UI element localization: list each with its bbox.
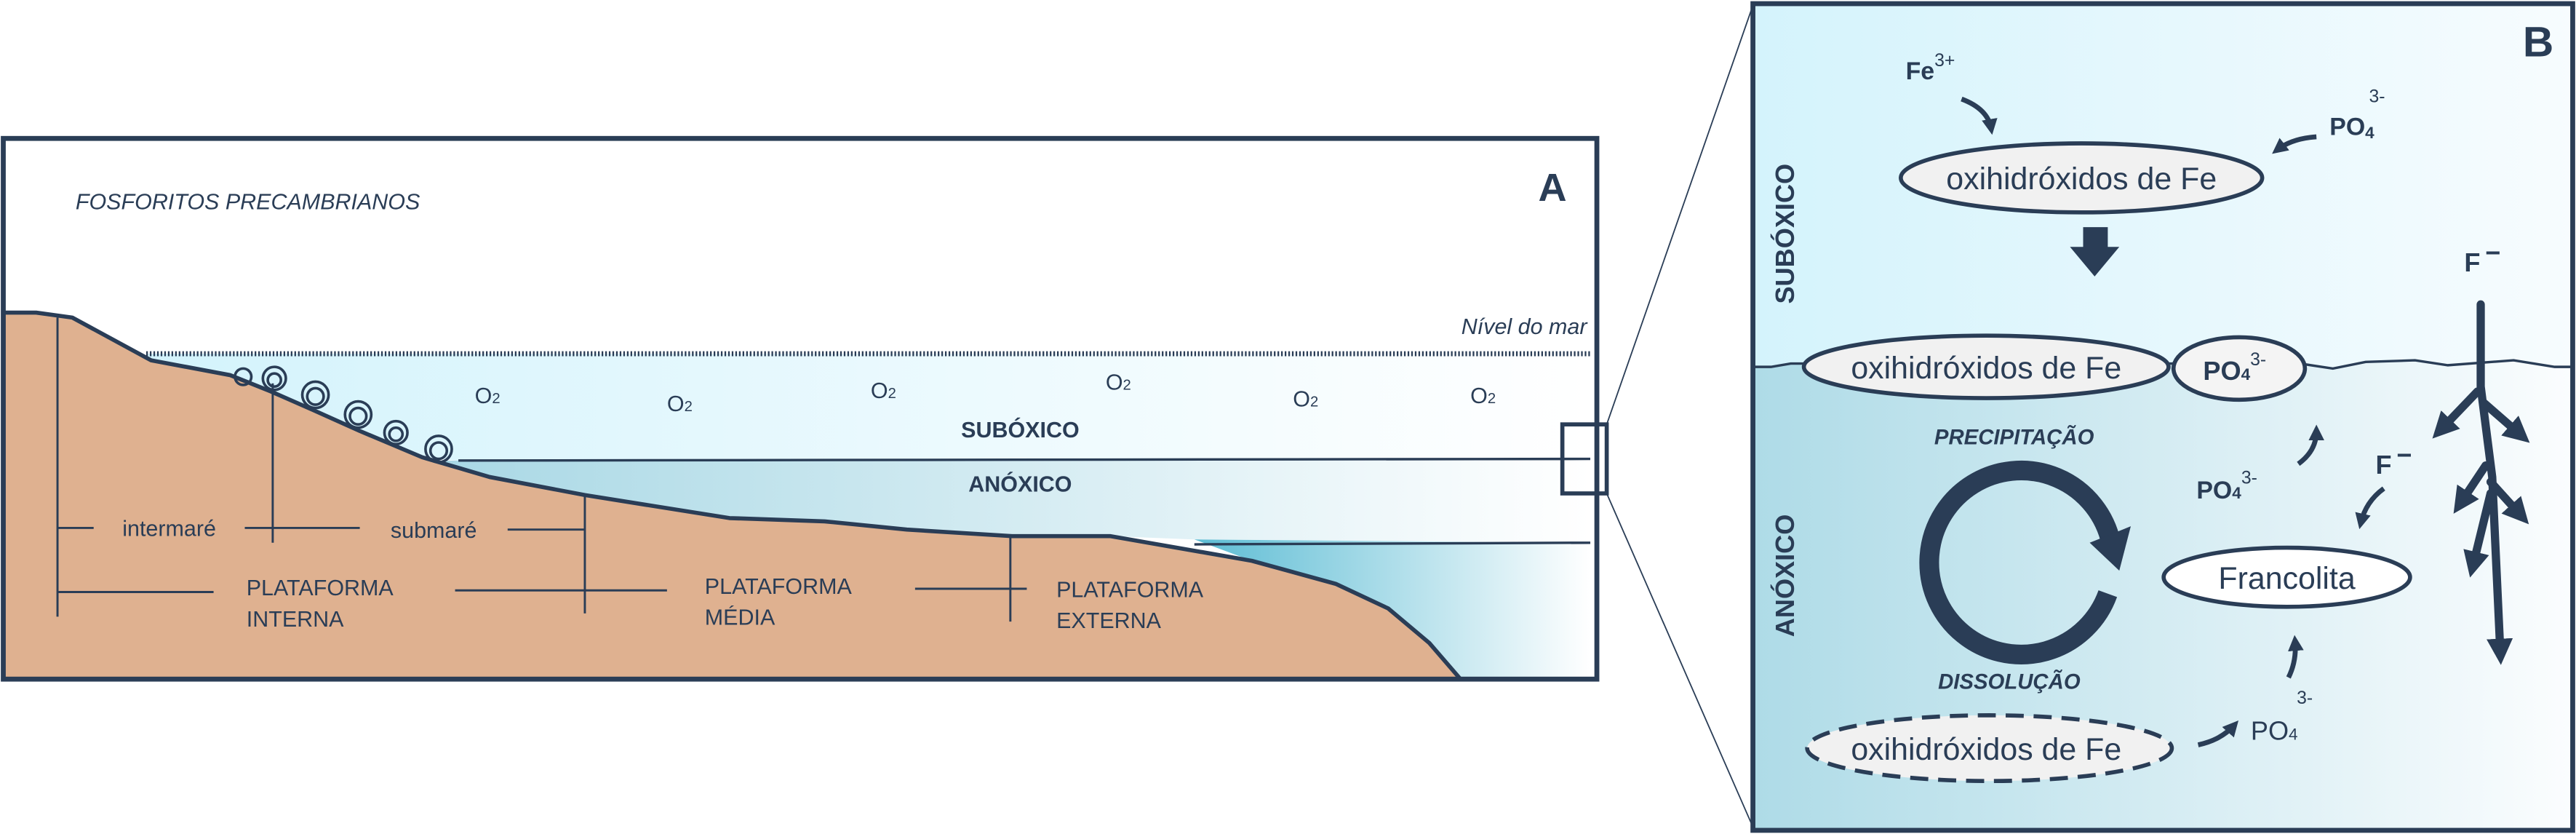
po4-label: PO43- (2329, 87, 2385, 143)
o2-label: O2 (475, 384, 501, 408)
po4-ellipse (2171, 335, 2308, 402)
fe-oxyhydroxide-ellipse (1899, 141, 2265, 215)
po4-label: PO43- (2251, 688, 2313, 746)
zoom-box (1560, 422, 1609, 496)
sediment-water-interface (1752, 359, 2573, 370)
fe-oxyhydroxide-label: oxihidróxidos de Fe (1946, 162, 2217, 196)
deep-boundary-line (1194, 541, 1591, 546)
francolite-ellipse (2161, 545, 2412, 609)
o2-label: O2 (871, 378, 896, 403)
fluoride-root-icon (2432, 300, 2530, 665)
zoom-connector-line (1606, 493, 1754, 827)
sediment-platform (1, 310, 1463, 682)
anoxic-label: ANÓXICO (968, 471, 1072, 497)
fluoride-label: F− (2375, 440, 2412, 480)
dissolving-fe-oxyhydroxide-ellipse (1805, 713, 2174, 784)
arrow-icon (1961, 96, 1998, 135)
sea-level-label: Nível do mar (1462, 314, 1589, 339)
o2-label: O2 (1470, 384, 1496, 408)
o2-labels: O2 O2 O2 O2 O2 O2 (475, 370, 1496, 416)
fe3-label: Fe3+ (1906, 51, 1955, 85)
subtidal-label: submaré (391, 518, 477, 543)
anoxic-vertical-label: ANÓXICO (1769, 515, 1800, 638)
francolite-label: Francolita (2218, 561, 2355, 596)
zoom-connector-line (1606, 5, 1754, 425)
down-arrow-icon (2070, 227, 2120, 277)
zone-divider-lines (56, 317, 1027, 622)
panel-a-frame (1, 135, 1600, 682)
panel-b: B SUBÓXICO ANÓXICO Fe3+ PO43- oxihidróxi… (1750, 1, 2575, 833)
fe-oxyhydroxide-ellipse (1801, 333, 2171, 400)
arrow-icon (2297, 424, 2325, 466)
anoxic-zone (1752, 360, 2573, 830)
suboxic-water (145, 354, 1591, 461)
precipitation-label: PRECIPITAÇÃO (1934, 424, 2094, 449)
fe-oxyhydroxide-label: oxihidróxidos de Fe (1851, 732, 2121, 767)
suboxic-label: SUBÓXICO (961, 416, 1080, 442)
panel-a-letter: A (1539, 166, 1567, 210)
ooids (234, 365, 453, 464)
po4-label: PO43- (2196, 468, 2257, 504)
o2-label: O2 (1106, 370, 1131, 395)
panel-a-title: FOSFORITOS PRECAMBRIANOS (76, 189, 420, 214)
intertidal-label: intermaré (122, 517, 216, 541)
redox-boundary-line (458, 457, 1591, 462)
anoxic-water (438, 460, 1591, 543)
fluoride-label: F− (2464, 238, 2500, 278)
panel-b-letter: B (2523, 18, 2553, 65)
o2-label: O2 (1293, 386, 1318, 411)
cycle-arrowhead-icon (2089, 526, 2132, 571)
dissolution-label: DISSOLUÇÃO (1938, 670, 2081, 694)
po4-label: PO43- (2203, 350, 2266, 386)
fe-oxyhydroxide-label: oxihidróxidos de Fe (1851, 351, 2121, 386)
suboxic-vertical-label: SUBÓXICO (1769, 164, 1800, 304)
panel-a: FOSFORITOS PRECAMBRIANOS A Nível do mar … (1, 135, 1609, 682)
panel-b-frame (1750, 1, 2575, 833)
arrow-icon (2197, 720, 2239, 747)
arrow-icon (2355, 486, 2385, 530)
arrow-icon (2286, 635, 2304, 679)
o2-label: O2 (667, 392, 693, 416)
cycle-arrow-icon (1919, 460, 2121, 664)
arrow-icon (2272, 134, 2317, 154)
